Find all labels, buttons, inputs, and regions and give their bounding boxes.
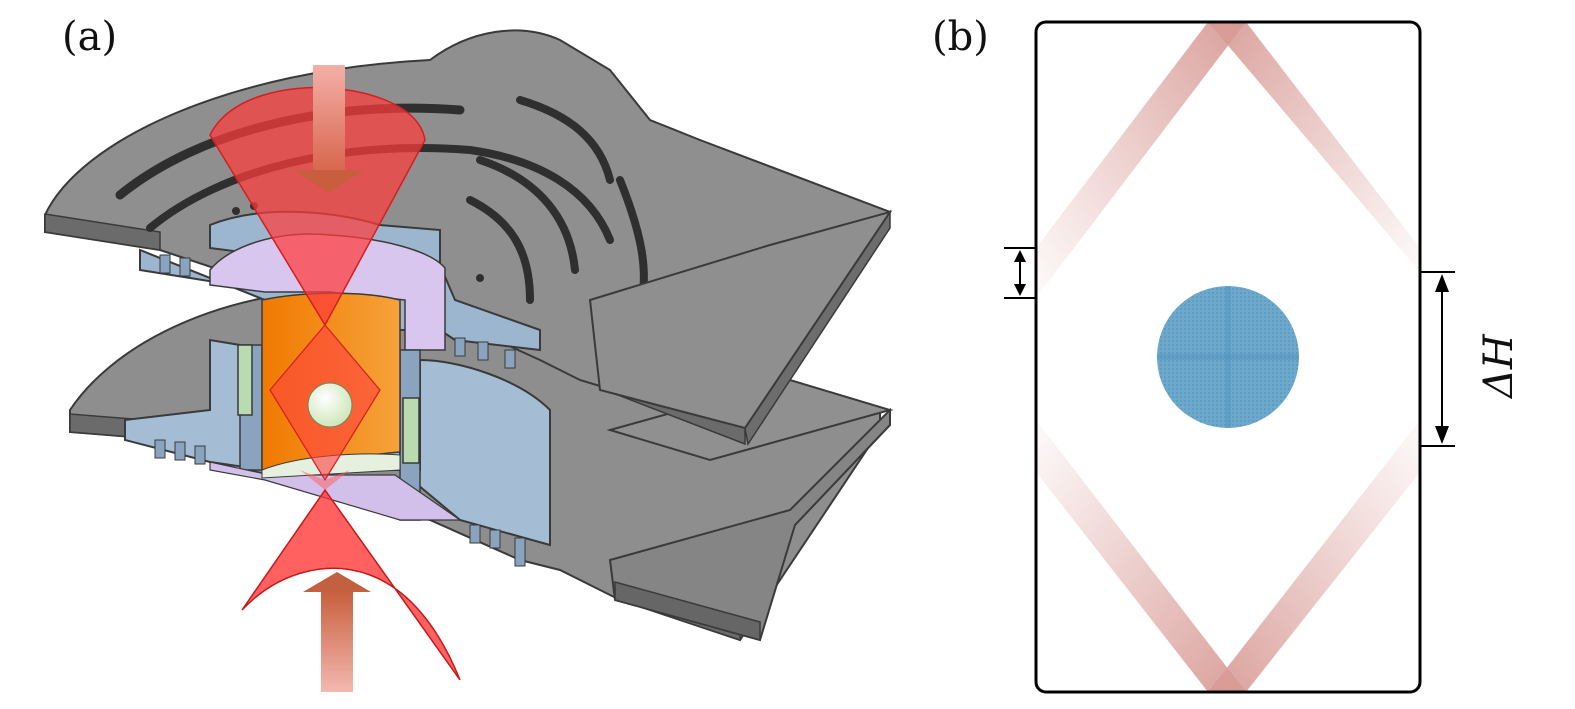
d-dimension: d: [1004, 247, 1036, 299]
beam-upper-left: [1036, 22, 1246, 298]
panel-b-schematic: d ΔH: [1004, 20, 1522, 694]
beam-lower-right: [1208, 420, 1420, 692]
trapped-particle: [307, 382, 353, 428]
particle-disc: [1157, 286, 1299, 428]
upper-plate-tab: [588, 210, 893, 430]
arrow-down-icon: [293, 65, 365, 193]
delta-h-label: ΔH: [1476, 333, 1522, 400]
panel-b-label: (b): [932, 14, 989, 60]
panel-a-label: (a): [62, 14, 118, 60]
housing: [124, 210, 551, 567]
panel-a-illustration: [44, 29, 894, 692]
chamber-frame: [1034, 20, 1422, 694]
beam-lower-left: [1036, 420, 1246, 692]
beam-paths: [1036, 22, 1420, 692]
arrow-up-icon: [303, 572, 371, 692]
delta-h-dimension: ΔH: [1420, 271, 1522, 447]
beam-upper-right: [1208, 22, 1420, 272]
